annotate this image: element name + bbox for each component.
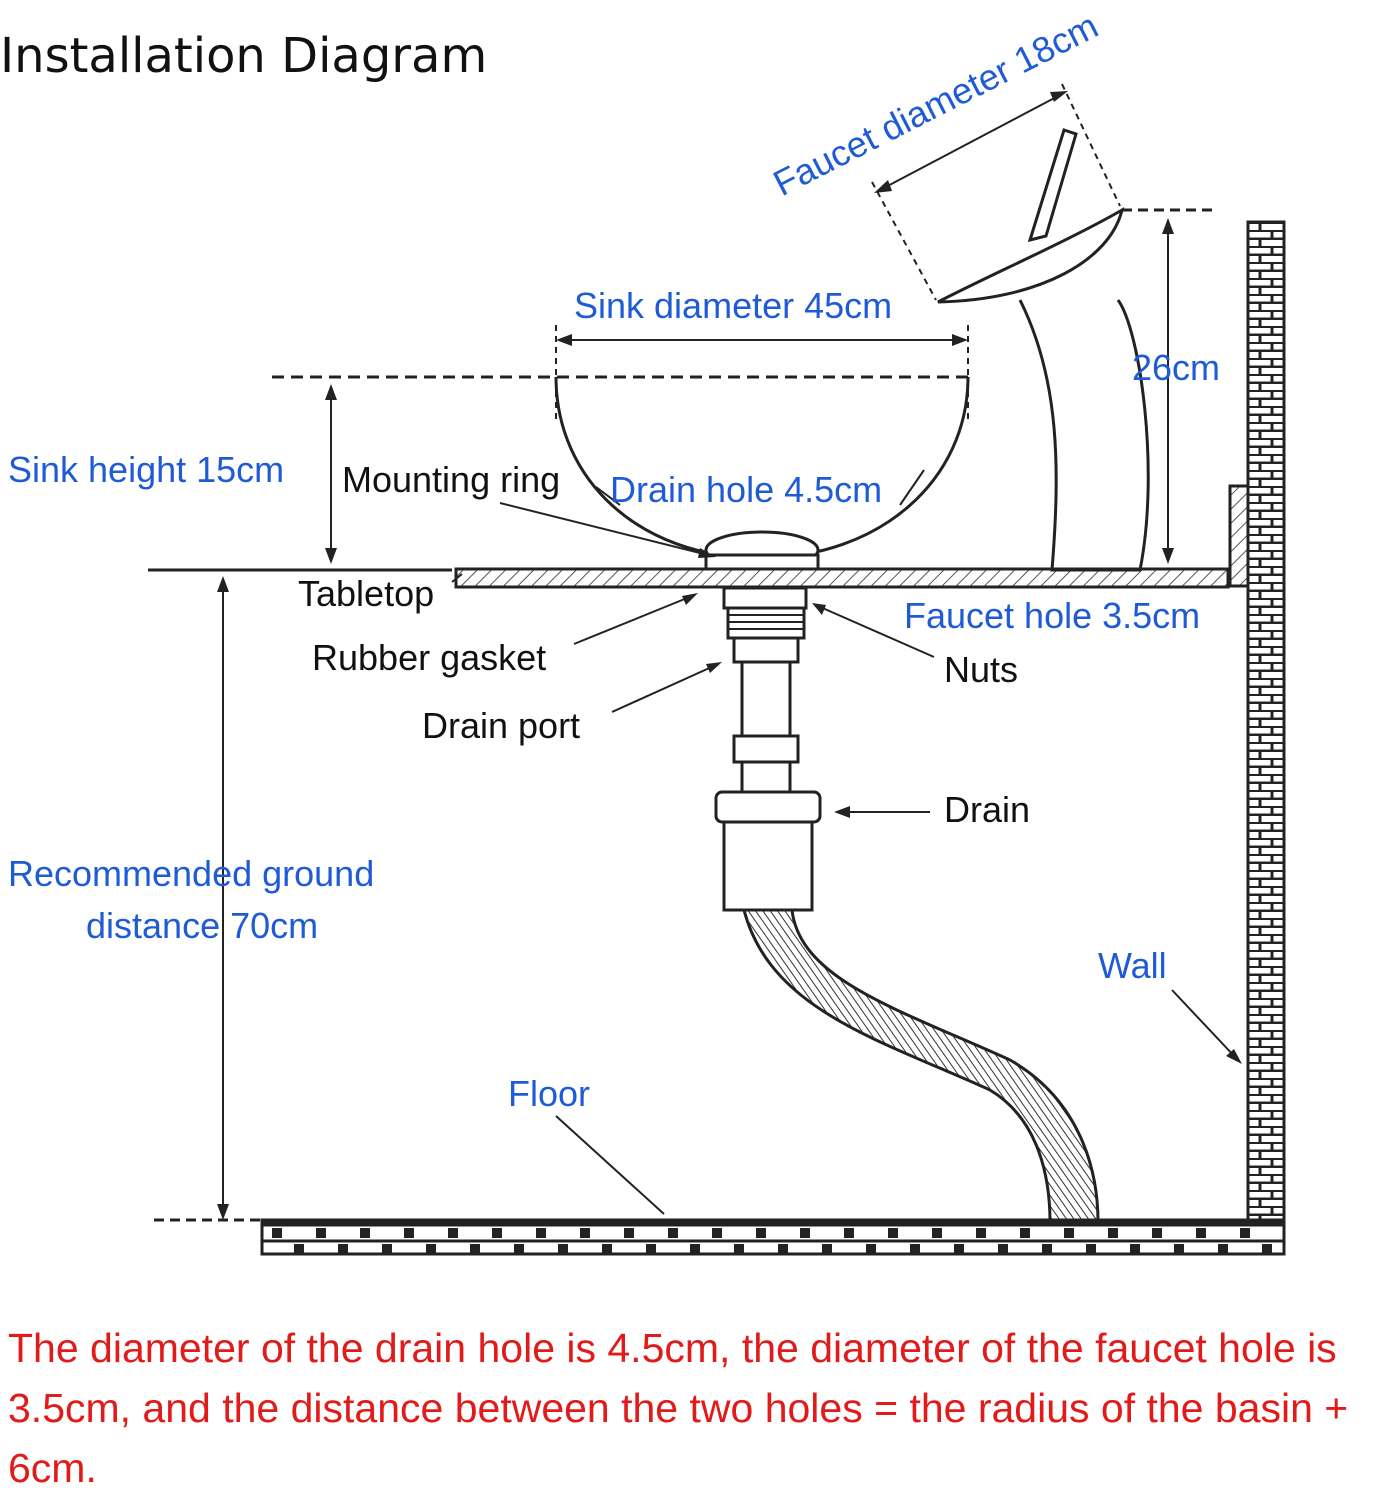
ground-distance-label-line1: Recommended ground	[8, 853, 375, 894]
faucet-height-label: 26cm	[1132, 347, 1221, 388]
drain-port-label: Drain port	[422, 705, 581, 746]
sink-height-label: Sink height 15cm	[8, 449, 285, 490]
drain-coupling	[714, 790, 822, 824]
wall-label: Wall	[1098, 945, 1167, 986]
tabletop-label: Tabletop	[298, 573, 435, 614]
drain-label: Drain	[944, 789, 1031, 830]
faucet-diameter-arrow	[879, 93, 1063, 191]
diagram-title: Installation Diagram	[0, 28, 488, 84]
sink-diameter-label: Sink diameter 45cm	[574, 285, 893, 326]
mounting-ring-label: Mounting ring	[342, 459, 561, 500]
drain-hole-label: Drain hole 4.5cm	[610, 469, 883, 510]
nuts-label: Nuts	[944, 649, 1019, 690]
faucet-hole-label: Faucet hole 3.5cm	[904, 595, 1201, 636]
faucet-body	[1018, 299, 1150, 572]
faucet-spout	[937, 206, 1125, 304]
installation-note: The diameter of the drain hole is 4.5cm,…	[8, 1325, 1349, 1491]
drain-port-pipe	[740, 660, 792, 738]
floor-label: Floor	[508, 1073, 591, 1114]
floor	[260, 1218, 1286, 1256]
wall	[1246, 220, 1286, 1254]
rubber-gasket-label: Rubber gasket	[312, 637, 547, 678]
flexible-hose	[742, 908, 1100, 1224]
faucet-handle	[1027, 128, 1078, 243]
ground-distance-label-line2: distance 70cm	[86, 905, 319, 946]
tabletop	[454, 567, 1230, 589]
